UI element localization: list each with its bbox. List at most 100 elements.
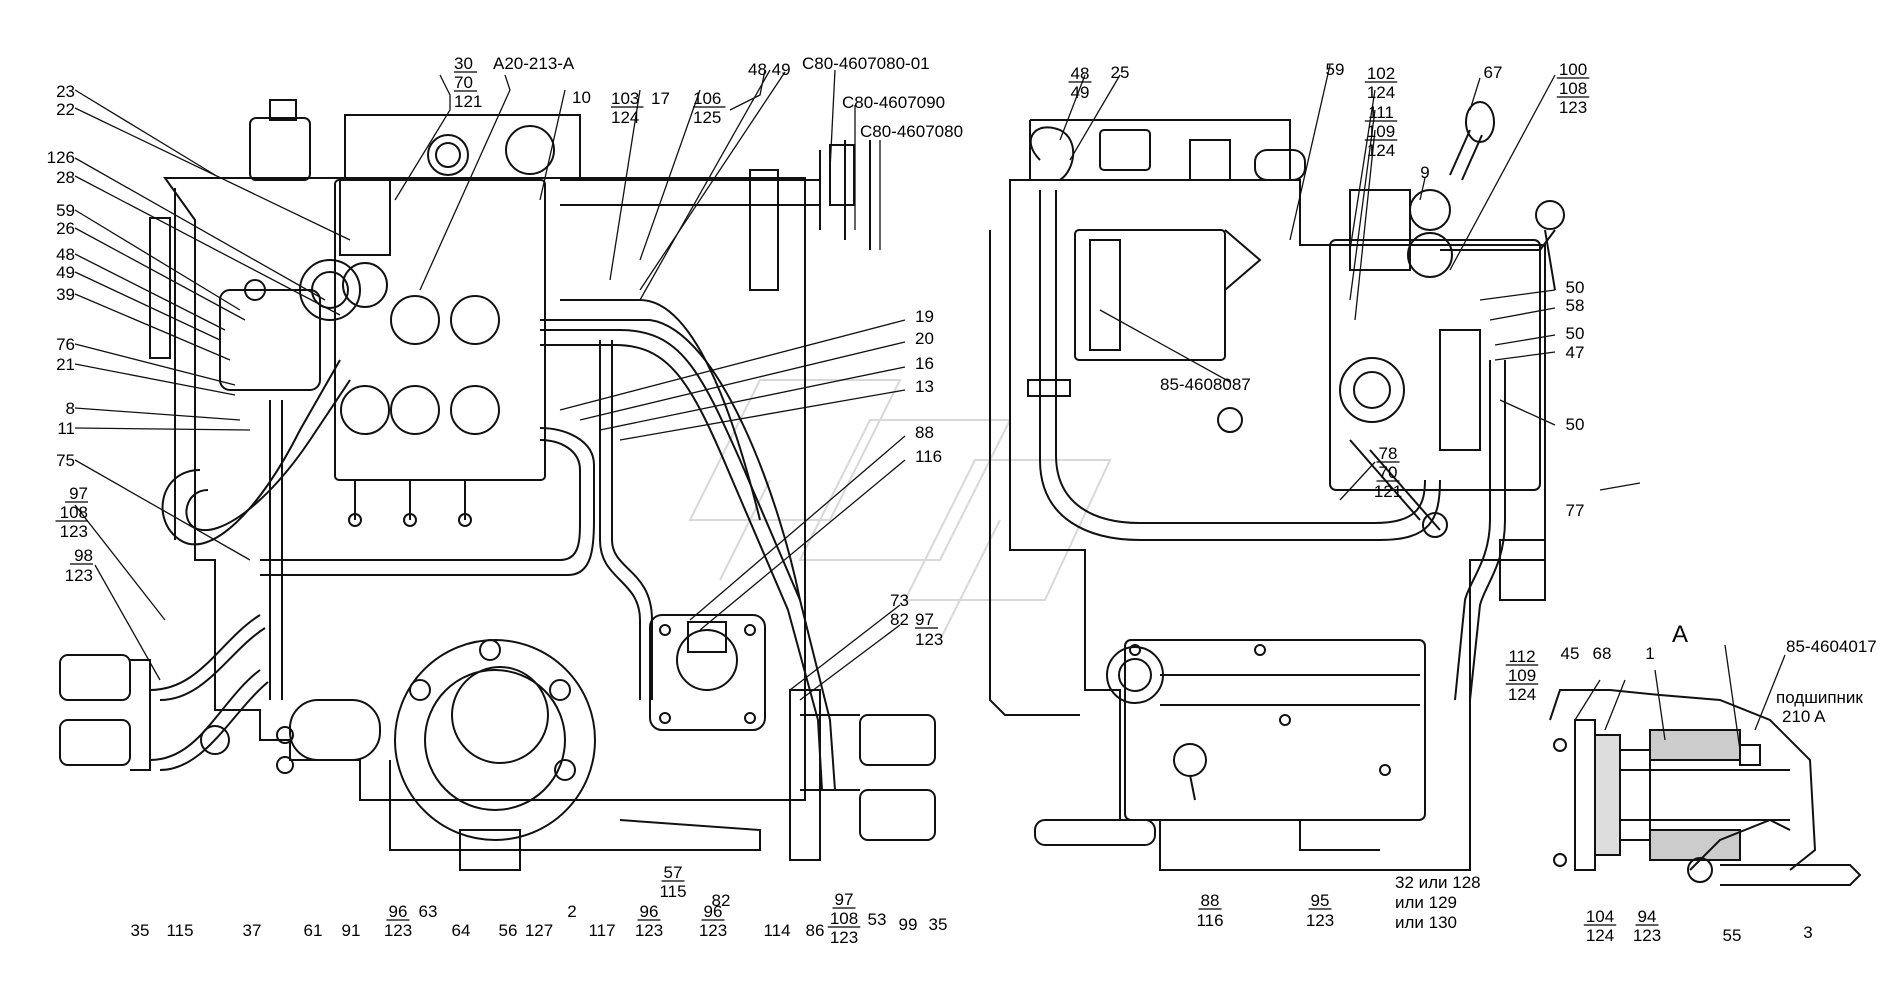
callout-label: 97 <box>835 890 854 909</box>
callout-label: 37 <box>243 921 262 940</box>
callout-label: 48 49 <box>748 60 791 79</box>
callout-label: 210 A <box>1782 707 1826 726</box>
callout-label: 19 <box>915 307 934 326</box>
callout-label: 25 <box>1111 63 1130 82</box>
callout-label: 35 <box>131 921 150 940</box>
callout-label: 10 <box>572 88 591 107</box>
callout-label: 22 <box>56 100 75 119</box>
callout-label: 104 <box>1586 907 1614 926</box>
callout-label: 28 <box>56 168 75 187</box>
callout-label: 123 <box>60 522 88 541</box>
callout-label: 13 <box>915 377 934 396</box>
callout-label: 76 <box>56 335 75 354</box>
callout-label: 123 <box>65 566 93 585</box>
callout-label: 17 <box>651 89 670 108</box>
callout-label: C80-4607090 <box>842 93 945 112</box>
callout-label: 126 <box>47 148 75 167</box>
callout-label: 53 <box>868 910 887 929</box>
callout-label: 16 <box>915 354 934 373</box>
callout-label: 124 <box>1367 83 1395 102</box>
callout-label: 77 <box>1566 501 1585 520</box>
callout-label: 35 <box>929 915 948 934</box>
callout-label: 124 <box>1508 685 1536 704</box>
detail-a-section <box>1549 689 1862 886</box>
callout-label: 85-4608087 <box>1160 375 1251 394</box>
callout-label: 3 <box>1803 923 1812 942</box>
callout-label: 26 <box>56 219 75 238</box>
callout-label: 121 <box>1374 482 1402 501</box>
callout-label: 99 <box>899 915 918 934</box>
callout-label: 23 <box>56 82 75 101</box>
callout-label: 123 <box>699 921 727 940</box>
callout-label: 123 <box>1633 926 1661 945</box>
callout-label: 11 <box>57 419 75 438</box>
callout-label: 75 <box>56 451 75 470</box>
callout-label: 2 <box>567 902 576 921</box>
callout-label: 1 <box>1645 644 1654 663</box>
callout-label: 123 <box>1306 911 1334 930</box>
callout-label: C80-4607080 <box>860 122 963 141</box>
callout-label: 88 <box>1201 891 1220 910</box>
callout-label: 49 <box>56 263 75 282</box>
callout-label: 114 <box>763 921 790 940</box>
callout-label: 108 <box>830 909 858 928</box>
left-view-gearbox <box>59 99 936 871</box>
callout-label: 96 <box>389 902 408 921</box>
callout-label: 112 <box>1508 647 1535 666</box>
middle-view-gearbox <box>989 101 1565 871</box>
callout-label: C80-4607080-01 <box>802 54 930 73</box>
callout-label: 127 <box>525 921 553 940</box>
callout-label: 88 <box>915 423 934 442</box>
callout-label: 32 или 128 <box>1395 873 1481 892</box>
leader-lines <box>74 64 1786 751</box>
callout-label: 45 <box>1561 644 1580 663</box>
callout-label: 56 <box>499 921 518 940</box>
callout-label: или 130 <box>1395 913 1457 932</box>
callout-label: 21 <box>56 355 75 374</box>
callout-label: 97 <box>69 484 88 503</box>
callout-label: 109 <box>1367 122 1395 141</box>
callout-label: 106 <box>693 89 721 108</box>
callout-label: 108 <box>60 503 88 522</box>
callout-label: 70 <box>1379 463 1398 482</box>
callout-label: 82 <box>890 610 909 629</box>
callout-label: 98 <box>74 546 93 565</box>
callout-label: 50 <box>1566 324 1585 343</box>
callout-label: 117 <box>588 921 615 940</box>
callout-label: подшипник <box>1776 688 1863 707</box>
callout-label: 115 <box>166 921 193 940</box>
callout-label: 20 <box>915 329 934 348</box>
callout-label: 124 <box>611 108 639 127</box>
callout-label: 48 <box>56 245 75 264</box>
callout-label: 8 <box>66 399 75 418</box>
callout-label: 82 <box>712 891 731 910</box>
callout-label: 57 <box>664 863 683 882</box>
callout-label: 48 <box>1071 64 1090 83</box>
callout-label: 9 <box>1420 163 1429 182</box>
callout-label: 109 <box>1508 666 1536 685</box>
callout-label: A20-213-A <box>493 54 575 73</box>
callout-label: 124 <box>1367 141 1395 160</box>
callout-label: 78 <box>1379 444 1398 463</box>
callout-label: 49 <box>1071 83 1090 102</box>
callout-label: 103 <box>611 89 639 108</box>
callout-label: 59 <box>56 201 75 220</box>
callout-label: 47 <box>1566 343 1585 362</box>
callout-label: 30 <box>454 54 473 73</box>
callout-labels: 2322126285926484939762181175971081239812… <box>47 54 1877 947</box>
watermark-logo <box>688 379 1112 641</box>
callout-label: 123 <box>384 921 412 940</box>
callout-label: 63 <box>419 902 438 921</box>
callout-label: 94 <box>1638 907 1657 926</box>
callout-label: 116 <box>1196 911 1223 930</box>
callout-label: 64 <box>452 921 471 940</box>
callout-label: 73 <box>890 591 909 610</box>
callout-label: 68 <box>1593 644 1612 663</box>
callout-label: или 129 <box>1395 893 1457 912</box>
callout-label: 123 <box>915 630 943 649</box>
callout-label: 50 <box>1566 278 1585 297</box>
callout-label: A <box>1672 621 1688 648</box>
callout-label: 61 <box>304 921 323 940</box>
callout-label: 115 <box>659 882 686 901</box>
